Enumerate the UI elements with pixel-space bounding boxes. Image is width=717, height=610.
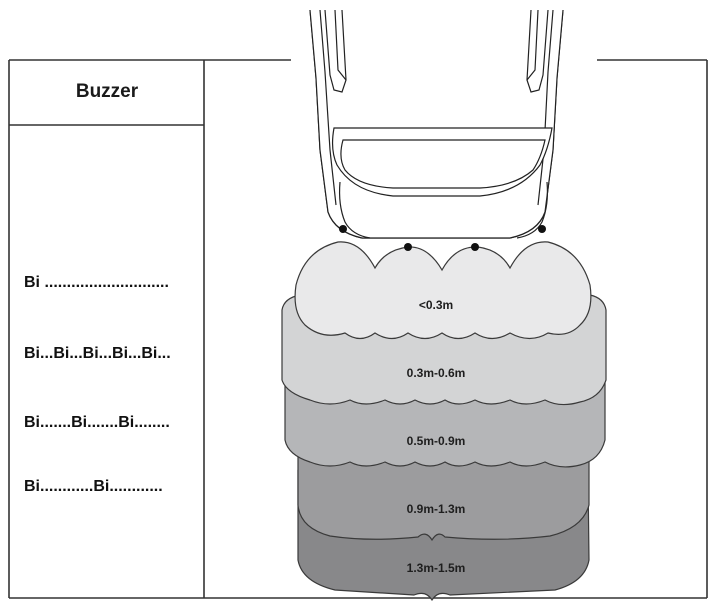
buzzer-column-header: Buzzer [75, 81, 139, 102]
zone-shape-lt-0-3m [294, 241, 592, 340]
zone-label: 0.3m-0.6m [407, 366, 466, 380]
sensor-dot [339, 225, 347, 233]
buzzer-pattern-row: Bi ............................ [24, 274, 169, 291]
buzzer-pattern-row: Bi...Bi...Bi...Bi...Bi... [24, 345, 171, 362]
zone-label: 0.5m-0.9m [407, 434, 466, 448]
sensor-dot [538, 225, 546, 233]
car-rear-outline [309, 9, 564, 239]
sensor-dot [471, 243, 479, 251]
parking-sensors [339, 225, 546, 251]
zone-label: <0.3m [419, 298, 453, 312]
zone-label: 1.3m-1.5m [407, 561, 466, 575]
zone-labels: <0.3m 0.3m-0.6m 0.5m-0.9m 0.9m-1.3m 1.3m… [407, 298, 466, 575]
buzzer-pattern-row: Bi............Bi............ [24, 478, 163, 495]
sensor-dot [404, 243, 412, 251]
buzzer-table-lines [8, 59, 708, 599]
detection-zones [281, 241, 607, 602]
buzzer-pattern-row: Bi.......Bi.......Bi........ [24, 414, 170, 431]
zone-label: 0.9m-1.3m [407, 502, 466, 516]
